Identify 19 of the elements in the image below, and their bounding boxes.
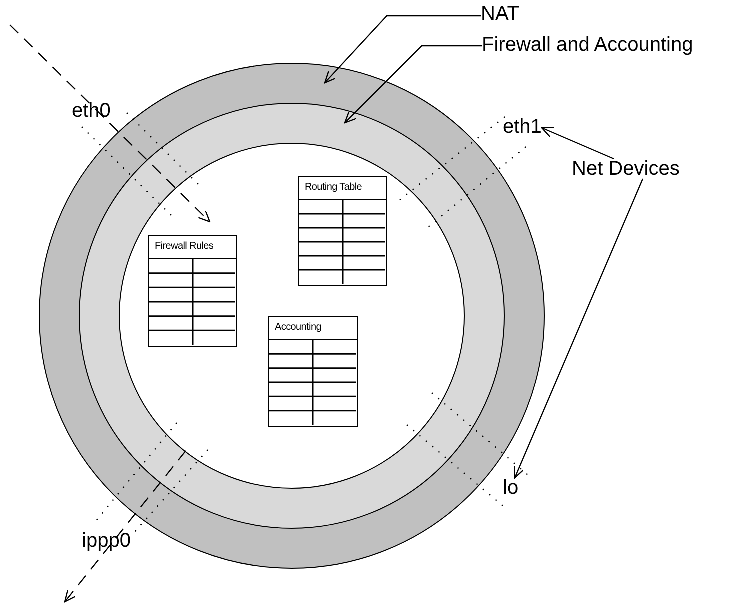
data-table <box>148 235 237 347</box>
leader-arrow <box>541 127 614 160</box>
table-title: Accounting <box>269 317 357 340</box>
data-table <box>298 176 387 286</box>
text-label: eth0 <box>72 101 111 121</box>
text-label: ippp0 <box>82 531 131 551</box>
text-label: Firewall and Accounting <box>482 35 694 55</box>
packet-flow-arrow <box>10 24 211 223</box>
table-title: Firewall Rules <box>149 236 236 259</box>
packet-flow-arrow <box>64 450 186 603</box>
table-title: Routing Table <box>299 177 386 200</box>
leader-arrow <box>514 178 644 479</box>
text-label: NAT <box>481 4 520 24</box>
text-label: eth1 <box>503 117 542 137</box>
text-label: lo <box>503 478 519 498</box>
leader-arrow <box>344 45 482 124</box>
leader-arrow <box>324 15 481 84</box>
data-table <box>268 316 358 427</box>
text-label: Net Devices <box>572 159 680 179</box>
